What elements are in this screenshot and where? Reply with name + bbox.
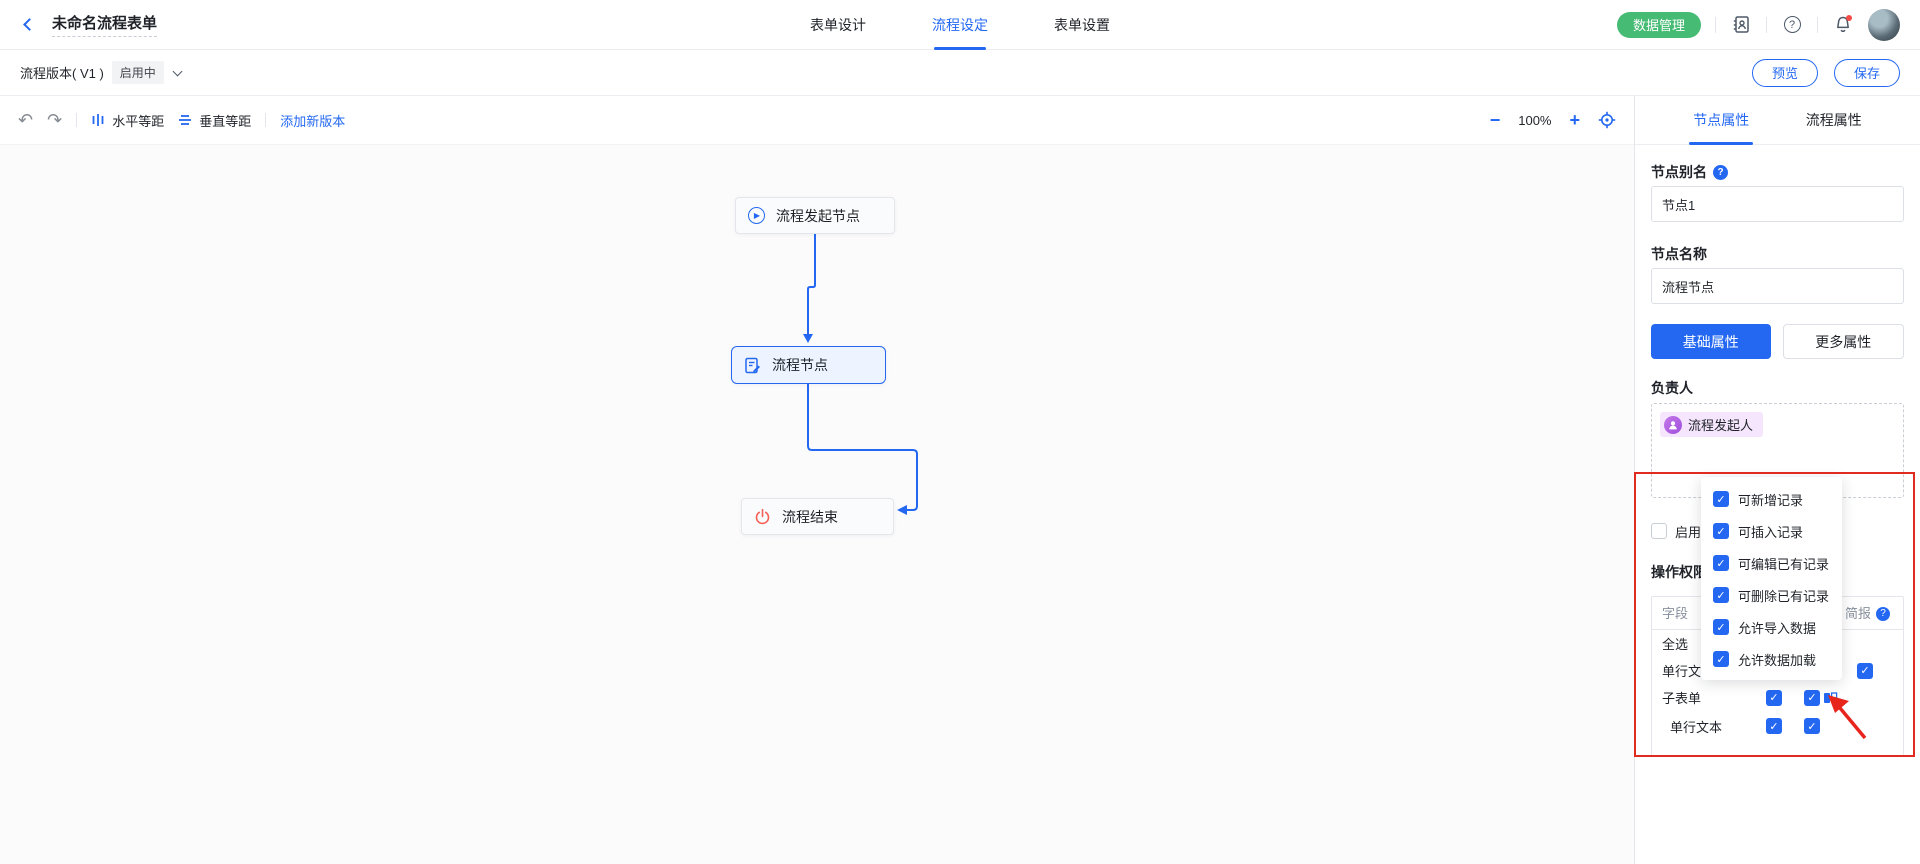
dropdown-item[interactable]: 允许数据加载: [1701, 643, 1842, 675]
checkbox-checked[interactable]: [1713, 651, 1729, 667]
table-row-single-text-2: 单行文本: [1652, 711, 1903, 741]
horizontal-lines-icon: [179, 115, 192, 125]
dropdown-item[interactable]: 可编辑已有记录: [1701, 547, 1842, 579]
user-avatar[interactable]: [1868, 8, 1900, 41]
field-column-header: 字段: [1662, 606, 1689, 621]
basic-properties-button[interactable]: 基础属性: [1651, 324, 1771, 359]
owner-tag[interactable]: 流程发起人: [1660, 412, 1764, 437]
status-badge: 启用中: [111, 61, 164, 84]
table-row-subform: 子表单: [1652, 684, 1903, 711]
dropdown-item[interactable]: 可新增记录: [1701, 483, 1842, 515]
brief-column-header: 简报: [1844, 606, 1871, 621]
operation-permission-label: 操作权限: [1651, 564, 1707, 580]
crosshair-icon: [1598, 111, 1616, 129]
zoom-in-button[interactable]: +: [1569, 110, 1580, 130]
play-icon: ▶: [748, 207, 765, 224]
dropdown-item[interactable]: 可删除已有记录: [1701, 579, 1842, 611]
subform-permission-icon[interactable]: [1823, 690, 1838, 705]
address-book-icon[interactable]: [1730, 14, 1752, 36]
subform-permission-dropdown: 可新增记录 可插入记录 可编辑已有记录 可删除已有记录 允许导入数据 允许数据加…: [1701, 477, 1842, 680]
tab-flow-setting[interactable]: 流程设定: [932, 0, 988, 50]
preview-button[interactable]: 预览: [1752, 58, 1818, 87]
view-checkbox[interactable]: [1766, 718, 1782, 734]
question-icon[interactable]: ?: [1876, 606, 1890, 621]
table-row-select-all: 全选: [1662, 637, 1689, 652]
help-icon[interactable]: ?: [1781, 14, 1803, 36]
edit-checkbox[interactable]: [1804, 689, 1820, 706]
version-label: 流程版本( V1 ): [20, 66, 104, 81]
back-button[interactable]: [20, 16, 38, 34]
power-icon: [755, 508, 770, 525]
tab-node-properties[interactable]: 节点属性: [1689, 96, 1754, 145]
node-name-label: 节点名称: [1651, 246, 1707, 262]
flow-canvas[interactable]: ▶ 流程发起节点 流程节点 流程结束: [0, 145, 1634, 864]
node-alias-input[interactable]: [1651, 186, 1904, 222]
zoom-level: 100%: [1518, 112, 1552, 128]
save-button[interactable]: 保存: [1834, 58, 1900, 87]
vertical-spacing-button[interactable]: 垂直等距: [178, 111, 251, 130]
zoom-out-button[interactable]: −: [1489, 110, 1501, 130]
owner-label: 负责人: [1651, 380, 1693, 396]
enable-checkbox[interactable]: [1651, 523, 1667, 539]
flow-node-start[interactable]: ▶ 流程发起节点: [735, 197, 895, 234]
enable-row: 启用: [1651, 522, 1904, 540]
chevron-left-icon: [22, 18, 36, 31]
checkbox-checked[interactable]: [1713, 523, 1729, 539]
person-icon: [1664, 415, 1682, 434]
brief-checkbox[interactable]: [1857, 662, 1873, 679]
dropdown-item[interactable]: 允许导入数据: [1701, 611, 1842, 643]
divider: [76, 113, 78, 127]
notification-badge: [1846, 14, 1852, 21]
horizontal-spacing-button[interactable]: 水平等距: [91, 111, 164, 130]
dropdown-item[interactable]: 可插入记录: [1701, 515, 1842, 547]
question-icon[interactable]: ?: [1713, 164, 1728, 180]
canvas-toolbar: ↶ ↷ 水平等距 垂直等距 添加新版本 − 100% +: [0, 96, 1634, 145]
edit-checkbox[interactable]: [1804, 718, 1820, 734]
checkbox-checked[interactable]: [1713, 491, 1729, 507]
node-name-input[interactable]: [1651, 268, 1904, 304]
view-checkbox[interactable]: [1766, 689, 1782, 706]
divider: [265, 113, 267, 127]
top-header: 未命名流程表单 表单设计 流程设定 表单设置 数据管理 ?: [0, 0, 1920, 50]
flow-node-end[interactable]: 流程结束: [741, 498, 894, 535]
form-title[interactable]: 未命名流程表单: [52, 12, 158, 37]
checkbox-checked[interactable]: [1713, 587, 1729, 603]
undo-icon[interactable]: ↶: [18, 110, 34, 130]
checkbox-checked[interactable]: [1713, 619, 1729, 635]
notification-bell-icon[interactable]: [1832, 14, 1854, 36]
properties-panel: 节点属性 流程属性 节点别名 ? 节点名称 基础属性 更多属性 负责人: [1634, 96, 1920, 864]
divider: [1715, 16, 1716, 33]
enable-label: 启用: [1675, 524, 1702, 540]
more-properties-button[interactable]: 更多属性: [1782, 324, 1904, 359]
add-version-button[interactable]: 添加新版本: [280, 113, 346, 129]
version-bar: 流程版本( V1 ) 启用中 预览 保存: [0, 50, 1920, 96]
data-manage-button[interactable]: 数据管理: [1616, 11, 1701, 38]
node-alias-label: 节点别名: [1651, 164, 1707, 180]
divider: [1817, 16, 1818, 33]
locate-button[interactable]: [1598, 111, 1616, 129]
redo-icon[interactable]: ↷: [47, 110, 63, 130]
flow-connectors: [803, 234, 918, 515]
chevron-down-icon[interactable]: [172, 66, 183, 76]
tab-form-settings[interactable]: 表单设置: [1054, 17, 1110, 33]
tab-flow-properties[interactable]: 流程属性: [1805, 111, 1862, 128]
document-edit-icon: [745, 357, 760, 373]
checkbox-checked[interactable]: [1713, 555, 1729, 571]
divider: [1766, 16, 1767, 33]
flow-node-process[interactable]: 流程节点: [731, 346, 886, 384]
tab-form-design[interactable]: 表单设计: [810, 17, 866, 33]
vertical-bars-icon: [92, 114, 104, 126]
header-tabs: 表单设计 流程设定 表单设置: [810, 0, 1110, 50]
